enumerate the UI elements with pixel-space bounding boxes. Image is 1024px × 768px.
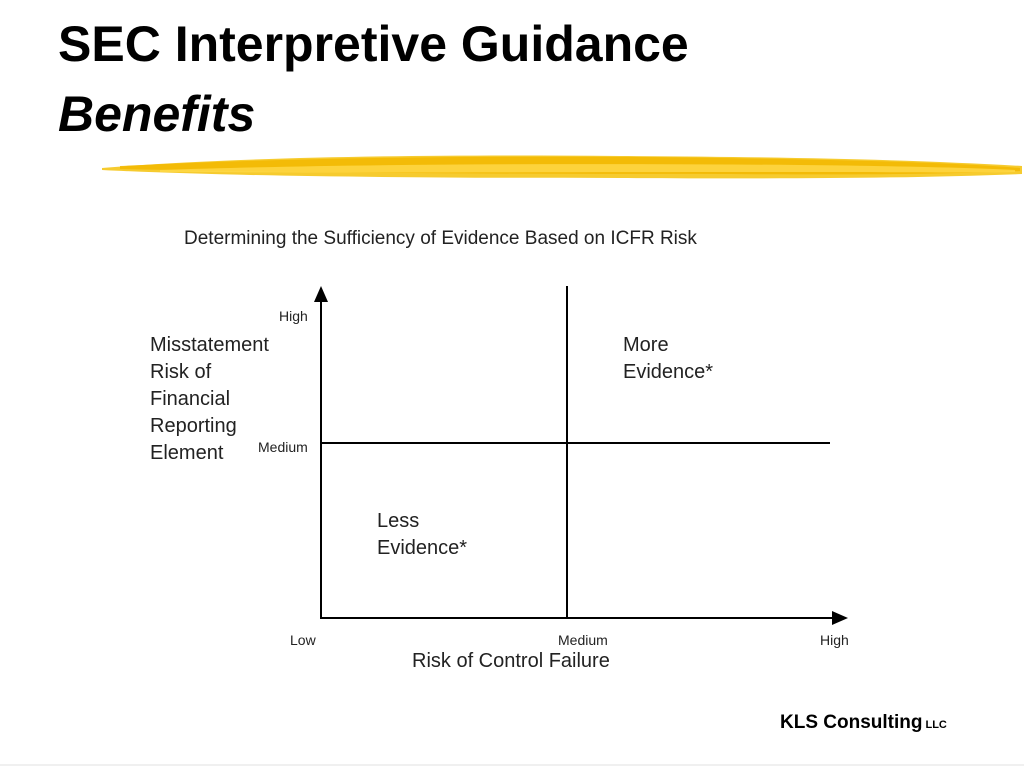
y-tick-high: High bbox=[279, 308, 308, 324]
slide-title: SEC Interpretive Guidance bbox=[58, 16, 689, 72]
footer-suffix: LLC bbox=[925, 719, 947, 731]
y-axis-arrowhead bbox=[314, 286, 328, 302]
diagram-title: Determining the Sufficiency of Evidence … bbox=[184, 228, 697, 249]
y-axis-label-line: Misstatement bbox=[150, 334, 269, 356]
y-axis-label-line: Reporting bbox=[150, 415, 237, 437]
y-axis-label-line: Risk of bbox=[150, 361, 212, 383]
y-axis-label: Misstatement Risk of Financial Reporting… bbox=[150, 332, 320, 467]
slide-subtitle: Benefits bbox=[58, 86, 256, 142]
quadrant-lower-left-label: Less Evidence* bbox=[377, 510, 468, 559]
x-tick-medium: Medium bbox=[558, 632, 608, 648]
x-axis-label: Risk of Control Failure bbox=[412, 650, 610, 672]
yellow-brush-stroke-divider bbox=[102, 155, 1022, 179]
x-axis-arrowhead bbox=[832, 611, 848, 625]
quadrant-upper-right-label: More Evidence* bbox=[623, 334, 714, 383]
y-tick-medium: Medium bbox=[258, 439, 308, 455]
y-axis-label-line: Element bbox=[150, 442, 224, 464]
footer-company: KLS Consulting bbox=[780, 712, 923, 733]
bottom-divider bbox=[0, 764, 1024, 766]
x-tick-low: Low bbox=[290, 632, 316, 648]
x-tick-high: High bbox=[820, 632, 849, 648]
y-axis-label-line: Financial bbox=[150, 388, 231, 410]
